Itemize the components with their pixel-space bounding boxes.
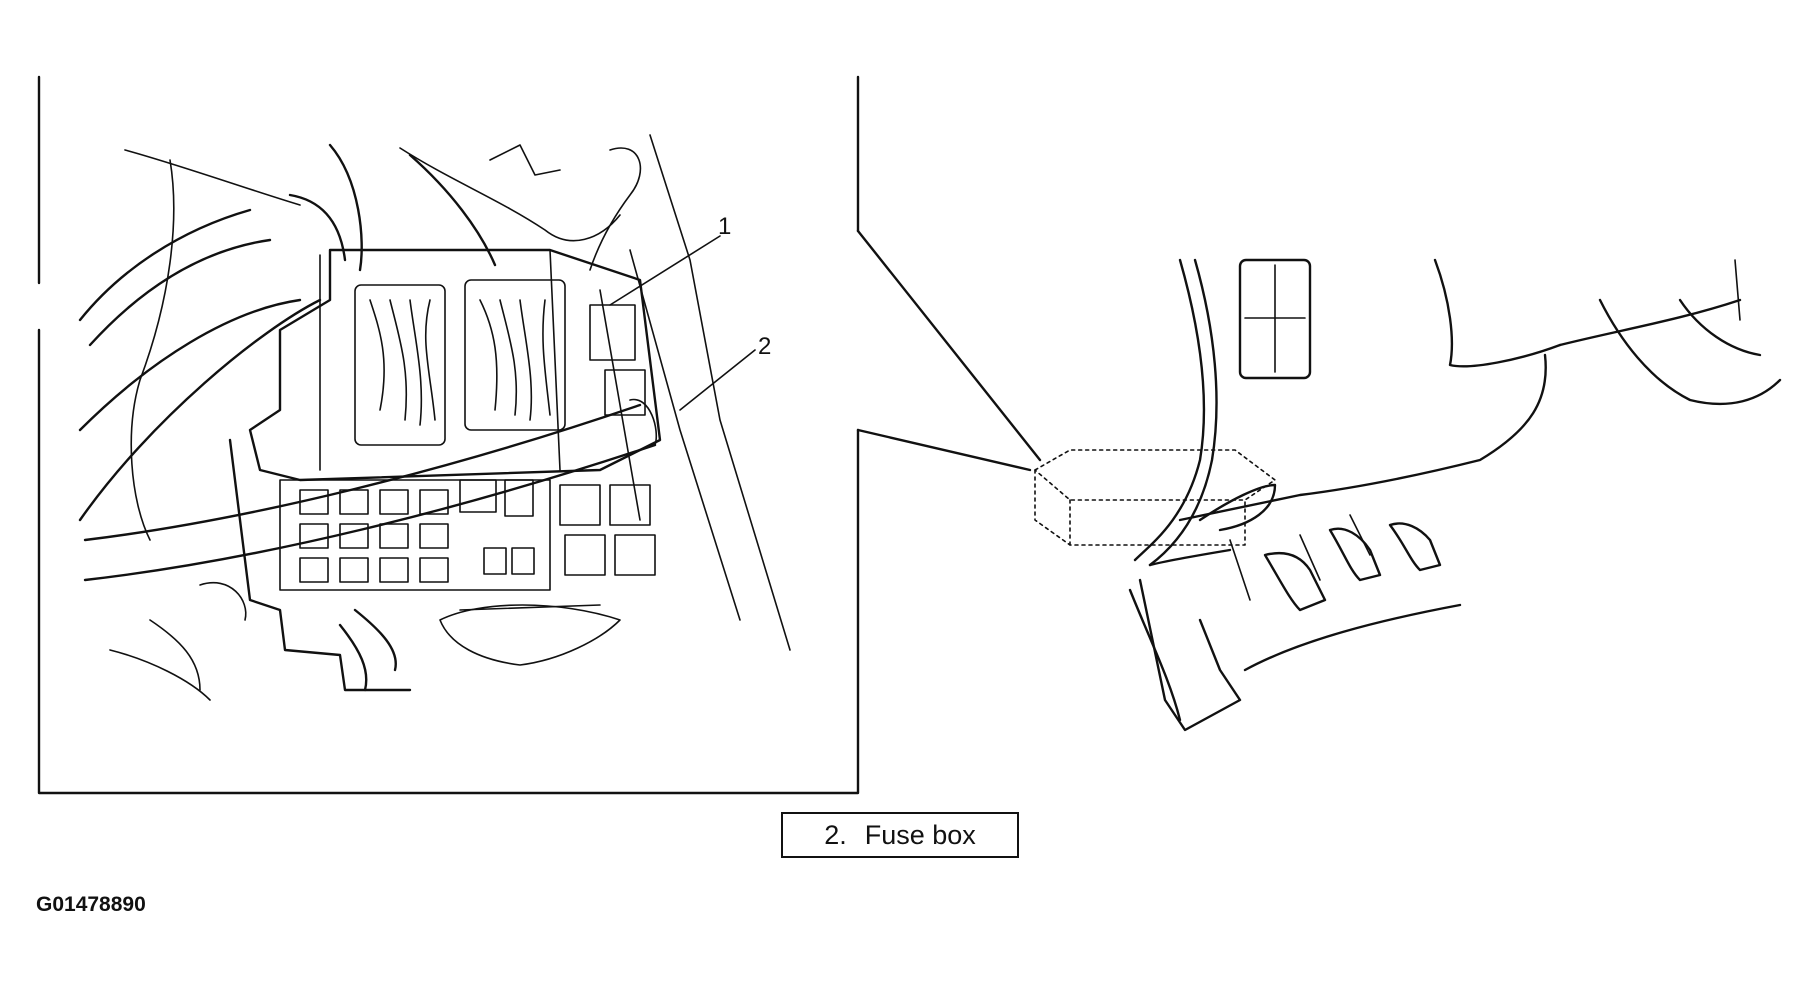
legend-box: 2. Fuse box [781,812,1019,858]
legend-number: 2. [824,819,847,850]
callout-1-label: 1 [718,213,731,240]
legend-text: Fuse box [864,819,976,850]
fuse-box-location-marker [1034,449,1276,546]
detail-inset-frame [37,75,1042,795]
callout-2-label: 2 [758,333,771,360]
fuse-box-detail-drawing [78,134,791,701]
figure-id: G01478890 [36,893,146,916]
vehicle-interior-overview [1034,258,1782,732]
callout-leaders [609,235,756,411]
